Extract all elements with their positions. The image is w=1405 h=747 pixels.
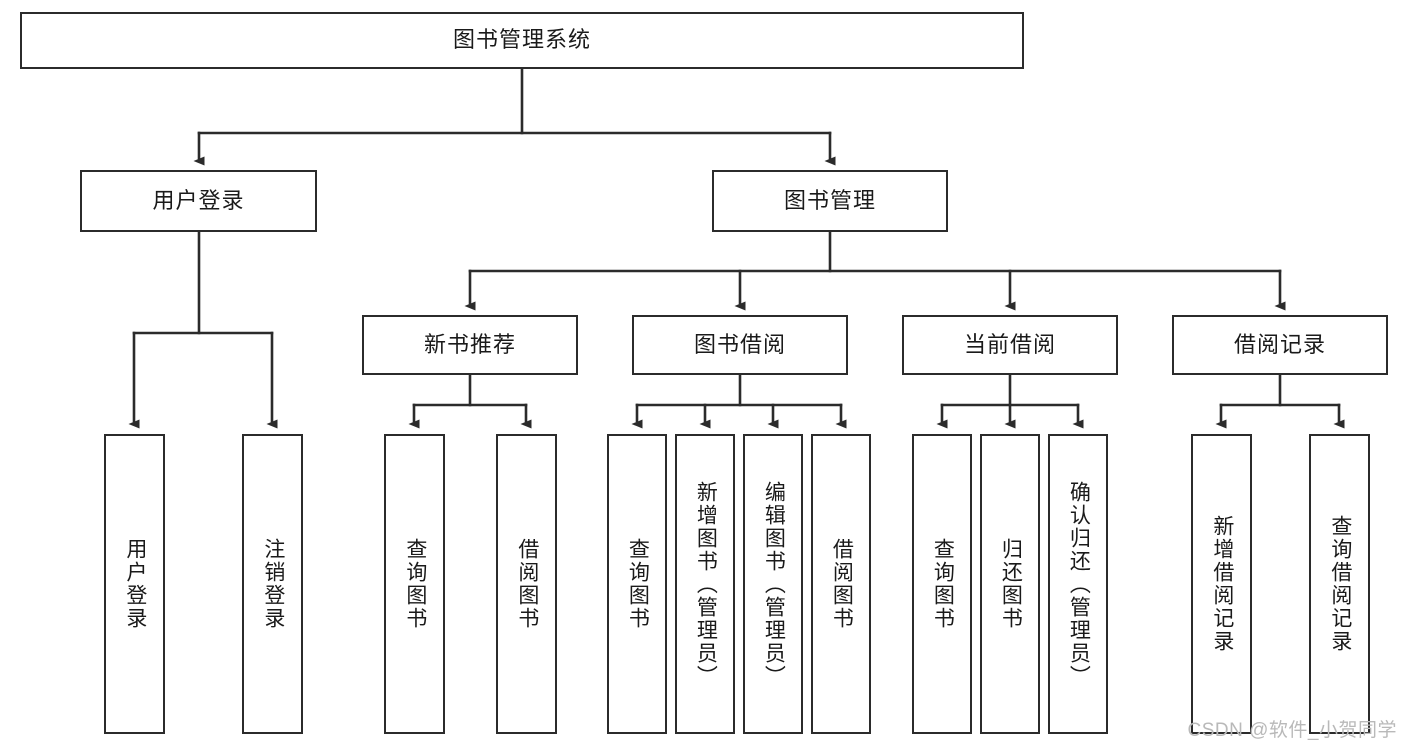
- node-leaf-confirm-return[interactable]: 确认归还（管理员）: [1048, 434, 1108, 734]
- node-book-management-label: 图书管理: [783, 187, 876, 213]
- node-leaf-edit-book[interactable]: 编辑图书（管理员）: [743, 434, 803, 734]
- node-leaf-user-login[interactable]: 用户登录: [104, 434, 165, 734]
- node-new-book-recommend[interactable]: 新书推荐: [362, 315, 578, 375]
- node-leaf-query-book-3[interactable]: 查询图书: [912, 434, 972, 734]
- node-leaf-query-book-2[interactable]: 查询图书: [607, 434, 667, 734]
- node-root-label: 图书管理系统: [452, 27, 591, 53]
- node-user-login-label: 用户登录: [152, 187, 245, 213]
- node-leaf-return-book-label: 归还图书: [999, 538, 1023, 630]
- node-leaf-borrow-book-1-label: 借阅图书: [515, 538, 539, 630]
- node-leaf-query-book-1-label: 查询图书: [403, 538, 427, 630]
- node-book-management[interactable]: 图书管理: [712, 170, 948, 232]
- node-current-borrow-label: 当前借阅: [963, 331, 1056, 357]
- node-leaf-borrow-book-1[interactable]: 借阅图书: [496, 434, 557, 734]
- node-leaf-logout-login-label: 注销登录: [261, 538, 285, 630]
- csdn-watermark: CSDN @软件_小贺同学: [1187, 720, 1397, 741]
- node-current-borrow[interactable]: 当前借阅: [902, 315, 1118, 375]
- node-leaf-add-record[interactable]: 新增借阅记录: [1191, 434, 1252, 734]
- node-leaf-query-record[interactable]: 查询借阅记录: [1309, 434, 1370, 734]
- node-leaf-confirm-return-label: 确认归还（管理员）: [1067, 480, 1091, 688]
- node-borrow-record-label: 借阅记录: [1233, 331, 1326, 357]
- node-leaf-add-book[interactable]: 新增图书（管理员）: [675, 434, 735, 734]
- node-leaf-add-book-label: 新增图书（管理员）: [694, 480, 718, 688]
- node-leaf-return-book[interactable]: 归还图书: [980, 434, 1040, 734]
- node-leaf-add-record-label: 新增借阅记录: [1210, 515, 1234, 653]
- node-book-borrow[interactable]: 图书借阅: [632, 315, 848, 375]
- node-user-login[interactable]: 用户登录: [80, 170, 317, 232]
- node-leaf-query-book-2-label: 查询图书: [626, 538, 650, 630]
- node-root-system[interactable]: 图书管理系统: [20, 12, 1024, 69]
- node-leaf-borrow-book-2[interactable]: 借阅图书: [811, 434, 871, 734]
- node-leaf-edit-book-label: 编辑图书（管理员）: [762, 480, 786, 688]
- node-leaf-borrow-book-2-label: 借阅图书: [830, 538, 854, 630]
- node-leaf-query-book-1[interactable]: 查询图书: [384, 434, 445, 734]
- node-leaf-query-book-3-label: 查询图书: [931, 538, 955, 630]
- node-leaf-user-login-label: 用户登录: [123, 538, 147, 630]
- node-book-borrow-label: 图书借阅: [693, 331, 786, 357]
- node-leaf-query-record-label: 查询借阅记录: [1328, 515, 1352, 653]
- node-new-book-recommend-label: 新书推荐: [423, 331, 516, 357]
- node-leaf-logout-login[interactable]: 注销登录: [242, 434, 303, 734]
- node-borrow-record[interactable]: 借阅记录: [1172, 315, 1388, 375]
